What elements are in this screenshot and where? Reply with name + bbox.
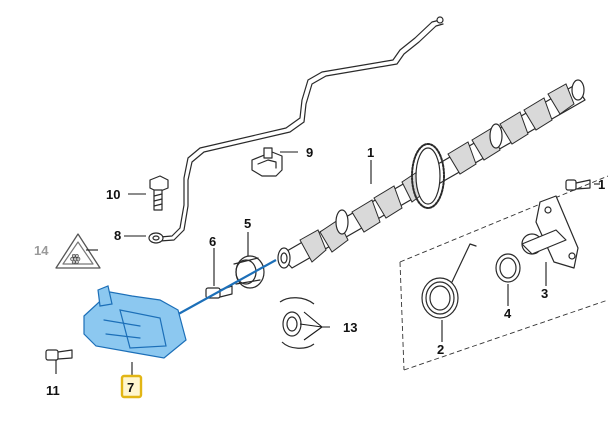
sensor-wire [163,259,277,323]
part-10-bolt [149,175,169,211]
part-3-bushing-flange [521,195,579,269]
callout-2: 2 [437,342,444,357]
svg-text:ꙮ: ꙮ [70,252,81,265]
callout-7-highlight-box [120,374,143,399]
part-14-warning-label: ꙮ [55,233,101,269]
callout-7[interactable]: 7 [127,380,134,395]
callout-8: 8 [114,228,121,243]
callout-4: 4 [504,306,512,321]
callout-5: 5 [244,216,251,231]
part-7-camshaft-sensor [83,285,187,359]
leader-lines [55,151,600,376]
part-1-camshaft [277,79,586,269]
callout-10: 10 [106,187,120,202]
part-4-ring [495,253,521,283]
callout-6: 6 [209,234,216,249]
callout-9: 9 [306,145,313,160]
callout-13: 13 [343,320,357,335]
part-9-bracket [251,147,283,177]
part-11-bolt [45,349,73,361]
callout-3: 3 [541,286,548,301]
callout-11: 11 [46,383,60,398]
part-1-bolt-right [565,179,591,191]
callout-1: 1 [367,145,374,160]
part-5-seal [233,255,265,289]
part-8-banjo-bolt [148,232,164,244]
callout-14: 14 [34,243,49,258]
part-2-spring [421,243,477,319]
callout-1-right: 1 [598,177,605,192]
part-6-screw [205,285,233,299]
oil-line [159,16,444,242]
part-13-bearing-shells [279,297,315,349]
